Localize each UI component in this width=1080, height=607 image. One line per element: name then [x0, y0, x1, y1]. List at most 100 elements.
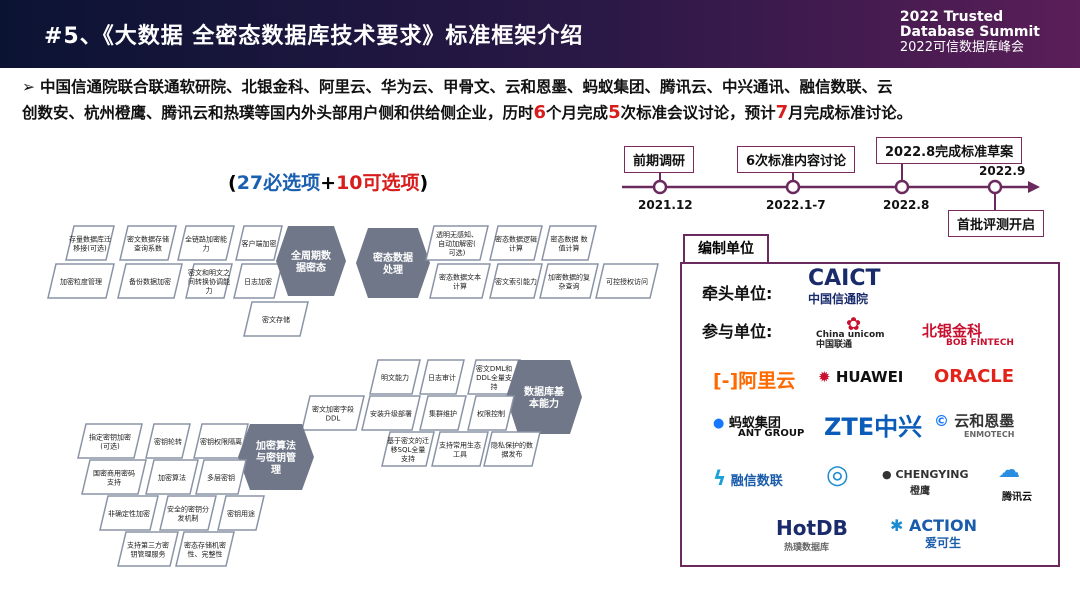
svg-text:全周期数据密态: 全周期数据密态 [290, 249, 332, 274]
g1-cell: 密文和明文之间转换协调能力 [185, 263, 233, 299]
g2-cell: 密态数据逻辑计算 [489, 225, 543, 261]
g4-cell: 非确定性加密 [99, 495, 159, 531]
ant-logo: ● 蚂蚁集团 [713, 416, 781, 431]
svg-text:支持常用生态工具: 支持常用生态工具 [439, 441, 481, 459]
g4-cell: 加密算法 [145, 459, 199, 495]
g4-cell: 安全的密钥分发机制 [159, 495, 217, 531]
svg-text:密文数据存储查询系数: 密文数据存储查询系数 [127, 235, 169, 253]
tl-label-research: 前期调研 [624, 146, 695, 173]
g1-cell: 全链路加密能力 [177, 225, 235, 261]
tl-label-discussions: 6次标准内容讨论 [737, 146, 856, 173]
tencent-cloud-icon: ☁ [998, 458, 1020, 483]
intro-text: ➢中国信通院联合联通软研院、北银金科、阿里云、华为云、甲骨文、云和恩墨、蚂蚁集团… [22, 74, 1062, 126]
g4-cell: 多层密钥 [195, 459, 247, 495]
svg-text:权限控制: 权限控制 [477, 409, 505, 418]
participant-label: 参与单位: [702, 322, 773, 341]
svg-text:隐私保护的数据发布: 隐私保护的数据发布 [491, 441, 533, 459]
svg-text:非确定性加密: 非确定性加密 [108, 509, 150, 518]
svg-text:加密粒度管理: 加密粒度管理 [60, 277, 102, 286]
g1-cell: 备份数据加密 [117, 263, 183, 299]
svg-text:全链路加密能力: 全链路加密能力 [185, 235, 227, 253]
g2-cell: 密态数据文本计算 [429, 263, 491, 299]
svg-text:加密算法与密钥管理: 加密算法与密钥管理 [255, 439, 296, 476]
page-title: #5、《大数据 全密态数据库技术要求》标准框架介绍 [44, 24, 584, 49]
svg-text:密钥用途: 密钥用途 [227, 509, 255, 518]
g4-cell: 密钥用途 [217, 495, 265, 531]
g2-cell: 密文索引能力 [489, 263, 543, 299]
yunchuang-icon: ◎ [826, 460, 849, 490]
svg-text:多层密钥: 多层密钥 [207, 473, 235, 482]
g3-cell: 权限控制 [467, 395, 515, 431]
svg-text:支持第三方密钥管理服务: 支持第三方密钥管理服务 [127, 541, 169, 559]
svg-text:备份数据加密: 备份数据加密 [129, 277, 171, 286]
g2-cell: 密态数据 数值计算 [541, 225, 597, 261]
oracle-logo: ORACLE [934, 366, 1015, 387]
g4-cell: 指定密钥加密(可选) [77, 423, 143, 459]
g1-head: 全周期数据密态 [276, 226, 346, 296]
g2-head: 密态数据处理 [356, 228, 430, 298]
svg-text:密文和明文之间转换协调能力: 密文和明文之间转换协调能力 [188, 268, 230, 295]
lead-label: 牵头单位: [702, 284, 773, 303]
g4-cell: 密钥轮转 [145, 423, 191, 459]
hotdb-logo: HotDB [776, 516, 848, 540]
g1-cell: 密文数据存储查询系数 [119, 225, 177, 261]
svg-text:加密数据的复杂查询: 加密数据的复杂查询 [548, 273, 590, 291]
g3-cell: 安装升级部署 [361, 395, 421, 431]
svg-text:密文索引能力: 密文索引能力 [495, 277, 537, 286]
g4-cell: 密态存储机密性、完整性 [175, 531, 235, 567]
g4-head: 加密算法与密钥管理 [238, 424, 314, 490]
svg-text:存量数据库迁移接(可选): 存量数据库迁移接(可选) [69, 235, 111, 253]
svg-text:基于密文的迁移SQL全量支持: 基于密文的迁移SQL全量支持 [387, 436, 429, 463]
g3-cell: 支持常用生态工具 [431, 431, 489, 467]
g1-cell: 加密粒度管理 [47, 263, 115, 299]
tl-date-4: 2022.9 [979, 164, 1026, 178]
svg-text:安全的密钥分发机制: 安全的密钥分发机制 [167, 505, 209, 523]
unicom-logo: China unicom中国联通 [816, 330, 885, 350]
svg-text:密钥轮转: 密钥轮转 [154, 437, 182, 446]
tl-label-eval: 首批评测开启 [948, 210, 1045, 237]
g3-cell: 集群维护 [419, 395, 467, 431]
tencent-logo: 腾讯云 [1002, 492, 1032, 503]
g4-cell: 国密商用密码支持 [81, 459, 147, 495]
item-count: (27必选项+10可选项) [228, 172, 429, 194]
svg-text:安装升级部署: 安装升级部署 [370, 409, 412, 418]
org-tab: 编制单位 [683, 234, 769, 262]
svg-text:加密算法: 加密算法 [158, 473, 186, 482]
g3-cell: 隐私保护的数据发布 [483, 431, 541, 467]
svg-text:密态数据逻辑计算: 密态数据逻辑计算 [495, 235, 537, 253]
svg-text:国密商用密码支持: 国密商用密码支持 [93, 469, 135, 487]
g1-cell: 日志加密 [233, 263, 283, 299]
svg-text:透明无感知、自动加解密(可选): 透明无感知、自动加解密(可选) [436, 230, 478, 257]
tl-date-3: 2022.8 [883, 198, 930, 212]
unicom-icon: ✿ [846, 314, 862, 335]
svg-text:密态数据文本计算: 密态数据文本计算 [439, 273, 481, 291]
caict-logo: CAICT [808, 266, 881, 291]
tl-date-2: 2022.1-7 [766, 198, 826, 212]
aliyun-logo: [-]阿里云 [713, 370, 796, 392]
svg-text:客户端加密: 客户端加密 [242, 239, 277, 248]
g2-cell: 加密数据的复杂查询 [539, 263, 599, 299]
huawei-logo: ✹ HUAWEI [818, 368, 904, 386]
svg-text:日志加密: 日志加密 [244, 277, 272, 286]
g1-cell: 密文存储 [243, 301, 309, 337]
rongxin-logo: ϟ 融信数联 [713, 466, 783, 490]
title-banner: #5、《大数据 全密态数据库技术要求》标准框架介绍 2022 Trusted D… [0, 0, 1080, 68]
svg-text:日志审计: 日志审计 [428, 373, 456, 382]
zte-logo: ZTE中兴 [824, 413, 923, 441]
g3-cell: 日志审计 [419, 359, 465, 395]
g1-cell: 客户端加密 [235, 225, 283, 261]
tl-label-draft: 2022.8完成标准草案 [876, 137, 1023, 164]
svg-text:数据库基本能力: 数据库基本能力 [524, 385, 565, 410]
svg-text:密态数据 数值计算: 密态数据 数值计算 [550, 235, 587, 253]
g2-cell: 透明无感知、自动加解密(可选) [425, 225, 489, 261]
g3-cell: 基于密文的迁移SQL全量支持 [381, 431, 435, 467]
svg-text:密文存储: 密文存储 [262, 315, 290, 324]
g2-cell: 可控授权访问 [595, 263, 659, 299]
svg-text:指定密钥加密(可选): 指定密钥加密(可选) [89, 433, 131, 451]
org-panel [680, 262, 1060, 567]
